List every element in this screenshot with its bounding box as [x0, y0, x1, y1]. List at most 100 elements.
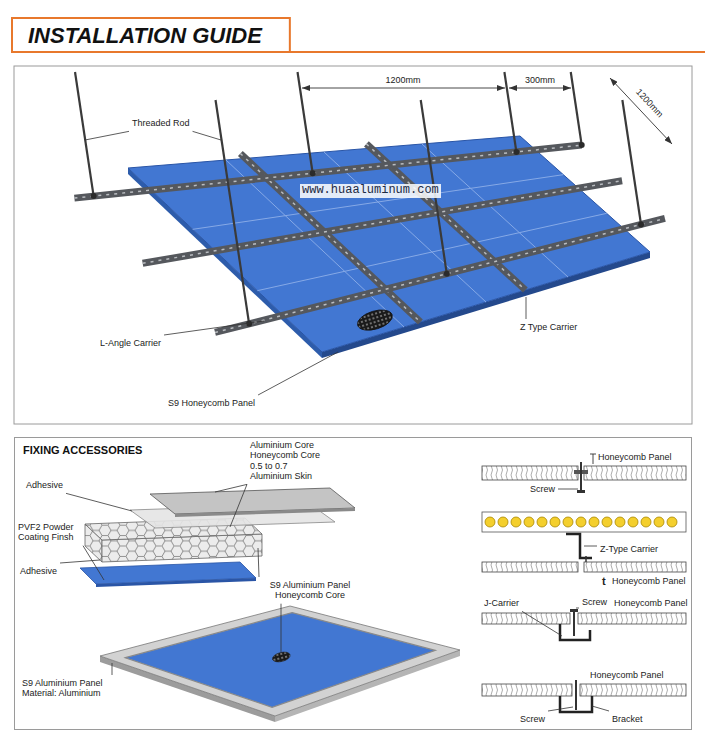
bead: [537, 517, 547, 527]
dimension-line: [302, 88, 505, 89]
title-banner: [12, 18, 290, 52]
part-label: J-Carrier: [484, 598, 519, 608]
section-detail: [577, 490, 585, 493]
leader-line: [60, 131, 609, 711]
ceiling-grid: [74, 72, 664, 358]
part-label: Screw: [582, 597, 607, 607]
threaded-rod: [298, 72, 313, 173]
part-label: Z Type Carrier: [520, 322, 577, 332]
dimension-line: [509, 88, 571, 89]
section-detail: [580, 684, 686, 696]
leader-line: [215, 484, 247, 492]
section-detail: [584, 562, 686, 572]
threaded-rod: [622, 100, 641, 224]
leader-line: [522, 611, 562, 636]
thickness-mark: t: [602, 575, 606, 588]
leader-line: [558, 489, 578, 490]
bead: [667, 517, 677, 527]
panel-frame: [14, 66, 692, 424]
bead: [524, 517, 534, 527]
bead: [498, 517, 508, 527]
bead: [641, 517, 651, 527]
section-detail: [482, 613, 570, 624]
leader-line: [576, 608, 579, 609]
section-detail: [570, 609, 578, 612]
bead: [602, 517, 612, 527]
rod-nut: [444, 271, 450, 277]
s9-panel-tray: [125, 613, 435, 708]
section-detail: [573, 610, 575, 636]
bead: [589, 517, 599, 527]
part-label: Z-Type Carrier: [600, 544, 658, 554]
part-label: S9 Aluminium Panel Material: Aluminium: [22, 678, 122, 699]
s9-panel-tray: [100, 606, 460, 716]
section-detail: [590, 454, 596, 455]
leader-line: [258, 352, 338, 395]
rod-nut: [91, 193, 97, 199]
leader-line: [526, 297, 527, 319]
page-title: INSTALLATION GUIDE: [28, 22, 262, 50]
panel-layers: [80, 488, 355, 587]
part-label: Honeycomb Panel: [590, 670, 664, 680]
section-detail: [482, 684, 572, 696]
threaded-rod: [216, 100, 250, 324]
part-label: S9 Honeycomb Panel: [168, 398, 255, 408]
rod-nut: [513, 149, 519, 155]
leader-line: [281, 604, 282, 652]
part-label: Screw: [520, 714, 545, 724]
rod-nut: [246, 321, 252, 327]
leader-line: [164, 321, 264, 335]
part-label: PVF2 Powder Coating Finsh: [18, 522, 80, 543]
rod-nut: [579, 142, 585, 148]
bead: [550, 517, 560, 527]
l-angle-carrier: [74, 145, 581, 198]
part-label: Honeycomb Panel: [614, 598, 688, 608]
section-detail: [578, 613, 686, 624]
part-label: Adhesive: [20, 566, 57, 576]
s9-panel-tray: [271, 650, 291, 663]
part-label: Adhesive: [26, 480, 63, 490]
leader-line: [548, 707, 573, 711]
rod-nut: [310, 170, 316, 176]
s9-panel-tray: [100, 606, 460, 722]
bead: [511, 517, 521, 527]
title-rule: [290, 51, 705, 53]
part-label: Aluminium Core Honeycomb Core 0.5 to 0.7…: [250, 440, 326, 481]
threaded-rod: [571, 72, 582, 145]
part-label: Honeycomb Panel: [612, 576, 686, 586]
rod-nut: [638, 221, 644, 227]
part-label: L-Angle Carrier: [100, 338, 161, 348]
part-label: Threaded Rod: [132, 118, 190, 128]
bead: [615, 517, 625, 527]
leader-line: [193, 131, 221, 140]
leader-line: [83, 546, 104, 580]
part-label: Honeycomb Panel: [598, 452, 672, 462]
bead: [485, 517, 495, 527]
part-label: Bracket: [612, 714, 643, 724]
section-heading: FIXING ACCESSORIES: [15, 438, 150, 462]
section-detail: [575, 680, 577, 710]
section-detail: [584, 466, 686, 480]
leader-line: [60, 560, 100, 563]
leader-line: [258, 548, 259, 577]
dimension: 300mm: [525, 75, 555, 85]
dimension-line: [302, 78, 672, 144]
l-angle-carrier: [74, 145, 581, 198]
section-detail: [482, 466, 578, 480]
leader-line: [592, 706, 609, 711]
watermark: www.huaaluminum.com: [300, 184, 441, 198]
leader-line: [66, 493, 132, 511]
leader-line: [85, 131, 129, 140]
section-detail: [482, 562, 578, 572]
section-detail: [593, 454, 594, 464]
bead: [576, 517, 586, 527]
dimension-line: [610, 78, 672, 144]
leader-line: [230, 484, 247, 527]
threaded-rod: [504, 72, 516, 152]
perforation: [355, 306, 395, 334]
bead-row: [485, 517, 677, 527]
bead: [654, 517, 664, 527]
